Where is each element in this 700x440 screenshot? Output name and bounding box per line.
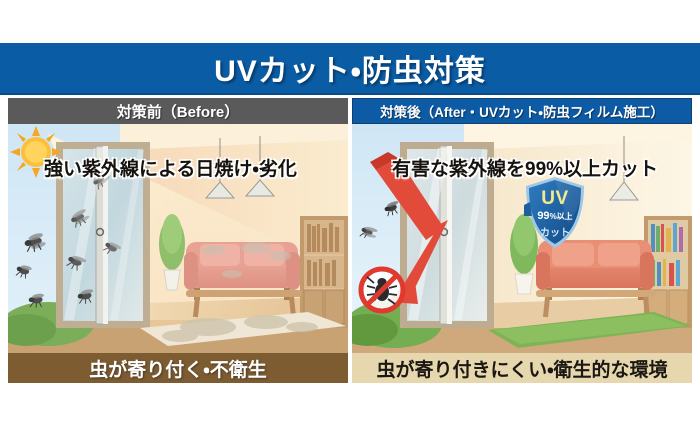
- main-title-text: UVカット・防虫対策: [214, 55, 486, 88]
- after-ribbon-label: 虫が寄り付きにくい・衛生的な環境: [376, 359, 668, 381]
- potted-plant: [159, 214, 185, 291]
- bookshelf: [300, 216, 348, 328]
- sofa: [536, 240, 654, 300]
- fly-icon: [359, 201, 399, 239]
- after-ribbon: 虫が寄り付きにくい・衛生的な環境: [352, 353, 692, 383]
- no-bug-icon: [358, 266, 406, 314]
- main-title-banner: UVカット・防虫対策: [0, 43, 700, 95]
- panel-before-header: 対策前（Before）: [8, 98, 348, 124]
- panel-before-scene: 強い紫外線による日焼け・劣化: [8, 124, 348, 353]
- panel-after: 対策後（After・UVカット・防虫フィルム施工）: [352, 98, 692, 383]
- sun-icon: [10, 126, 62, 178]
- coffee-table: [536, 290, 656, 318]
- shield-icon: [524, 177, 584, 248]
- panel-before: 対策前（Before）: [8, 98, 348, 383]
- before-ribbon-label: 虫が寄り付く・不衛生: [89, 359, 267, 381]
- before-scene-caption: 強い紫外線による日焼け・劣化: [44, 159, 297, 180]
- panel-after-scene: UV 99%以上 カット 有害な紫外線を99%以上カット: [352, 124, 692, 353]
- after-scene-caption: 有害な紫外線を99%以上カット: [392, 159, 659, 180]
- rug: [488, 312, 692, 348]
- uv-shield-badge: UV 99%以上 カット: [524, 176, 586, 250]
- potted-plant: [510, 214, 538, 295]
- panel-after-header-label: 対策後（After・UVカット・防虫フィルム施工）: [380, 105, 664, 120]
- panel-after-header: 対策後（After・UVカット・防虫フィルム施工）: [352, 98, 692, 124]
- pendant-lamp-icon: [608, 136, 640, 201]
- before-ribbon: 虫が寄り付く・不衛生: [8, 353, 348, 383]
- pendant-lamp-icon: [204, 136, 276, 199]
- fly-icon: [15, 170, 122, 308]
- coffee-table: [186, 290, 302, 318]
- rug: [140, 312, 346, 346]
- panel-before-header-label: 対策前（Before）: [116, 103, 240, 121]
- before-scene-illustration: [8, 124, 348, 353]
